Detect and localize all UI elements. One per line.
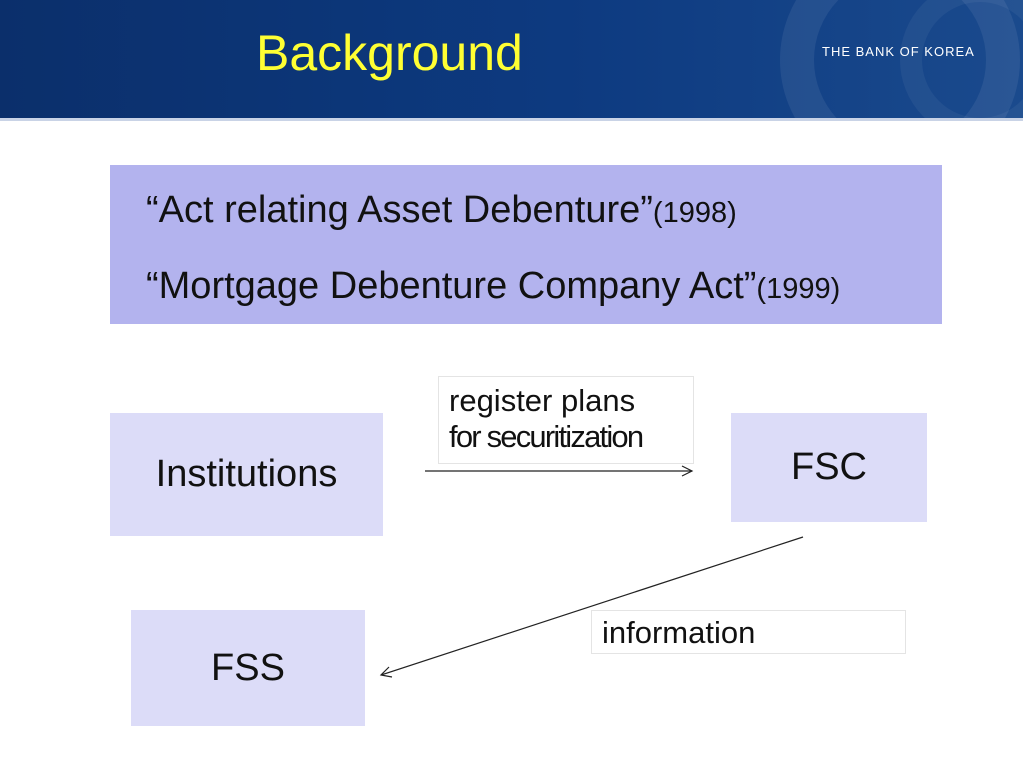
node-label: FSC (791, 446, 867, 488)
slide-header: Background THE BANK OF KOREA (0, 0, 1023, 118)
edge-label-register: register plans for securitization (438, 376, 694, 464)
node-institutions: Institutions (110, 413, 383, 536)
node-fsc: FSC (731, 413, 927, 522)
act-year: (1999) (756, 273, 841, 305)
act-item: “Mortgage Debenture Company Act”(1999) (146, 267, 840, 305)
bank-logo-text: THE BANK OF KOREA (822, 44, 975, 59)
node-label: FSS (211, 646, 285, 689)
act-item: “Act relating Asset Debenture”(1998) (146, 191, 737, 229)
header-swirl-decoration-inner (900, 0, 1023, 118)
act-name: “Act relating Asset Debenture” (146, 189, 653, 231)
edge-fsc-to-fss (380, 536, 804, 676)
node-label: Institutions (155, 453, 338, 495)
edge-label-information: information (591, 610, 906, 654)
header-divider (0, 118, 1023, 121)
edge-label-line: register plans (449, 383, 636, 418)
act-name: “Mortgage Debenture Company Act” (146, 265, 757, 307)
arrowhead-to-fsc (681, 465, 694, 477)
node-fss: FSS (131, 610, 365, 726)
edge-label-line: for securitization (449, 419, 644, 454)
slide-title: Background (256, 25, 523, 81)
acts-box: “Act relating Asset Debenture”(1998) “Mo… (110, 165, 942, 324)
act-year: (1998) (652, 197, 737, 229)
arrowhead-to-fss (379, 666, 393, 678)
